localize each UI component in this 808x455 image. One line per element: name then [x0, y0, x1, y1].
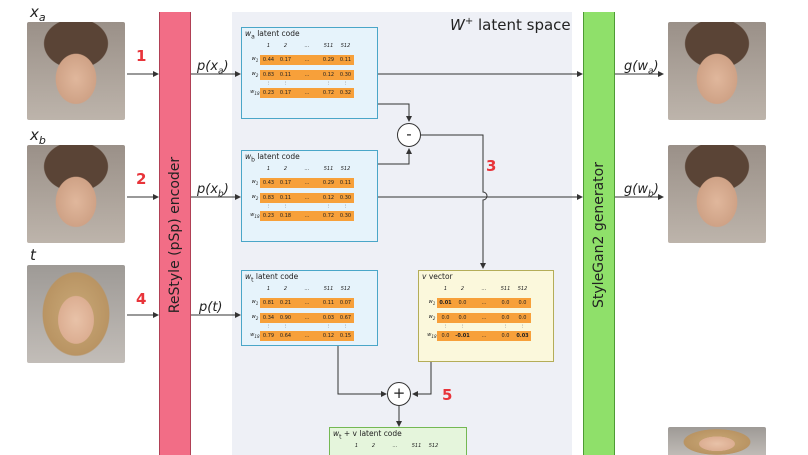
face-image-xb [27, 145, 125, 243]
face-image-xa [27, 22, 125, 120]
input-label-t: t [30, 246, 36, 264]
latent-space-title: W+ latent space [450, 16, 571, 34]
step-number-2: 2 [136, 170, 147, 188]
plus-operator: + [387, 382, 411, 406]
generator-output-b: g(wb) [624, 182, 659, 200]
step-number-4: 4 [136, 290, 147, 308]
encoder-block: ReStyle (pSp) encoder [159, 12, 191, 455]
face-image-t [27, 265, 125, 363]
generator-label: StyleGan2 generator [591, 161, 607, 308]
step-number-5: 5 [442, 386, 453, 404]
face-image-gb [668, 145, 766, 243]
arrow-minus-v [421, 134, 488, 269]
arrow-wb-minus [378, 148, 412, 165]
arrow-wt-plus [337, 346, 387, 397]
encoder-output-t: p(t) [199, 300, 223, 315]
encoder-output-xa: p(xa) [197, 59, 229, 77]
input-label-xb: xb [30, 126, 46, 147]
encoder-label: ReStyle (pSp) encoder [167, 156, 183, 313]
sum-panel-title: wt + v latent code [333, 429, 402, 441]
input-label-xa: xa [30, 3, 46, 24]
wa-panel-title: wa latent code [245, 29, 300, 41]
step-number-1: 1 [136, 47, 147, 65]
arrow-wa-minus [378, 103, 412, 122]
face-image-gsum [668, 427, 766, 455]
step-number-3: 3 [486, 157, 497, 175]
wb-panel-title: wb latent code [245, 152, 300, 164]
v-panel-title: v vector [422, 272, 453, 281]
wt-panel-title: wt latent code [245, 272, 299, 284]
encoder-output-xb: p(xb) [197, 182, 229, 200]
arrow-v-plus [412, 362, 432, 397]
generator-block: StyleGan2 generator [583, 12, 615, 455]
generator-output-a: g(wa) [624, 59, 659, 77]
face-image-ga [668, 22, 766, 120]
minus-operator: - [397, 123, 421, 147]
